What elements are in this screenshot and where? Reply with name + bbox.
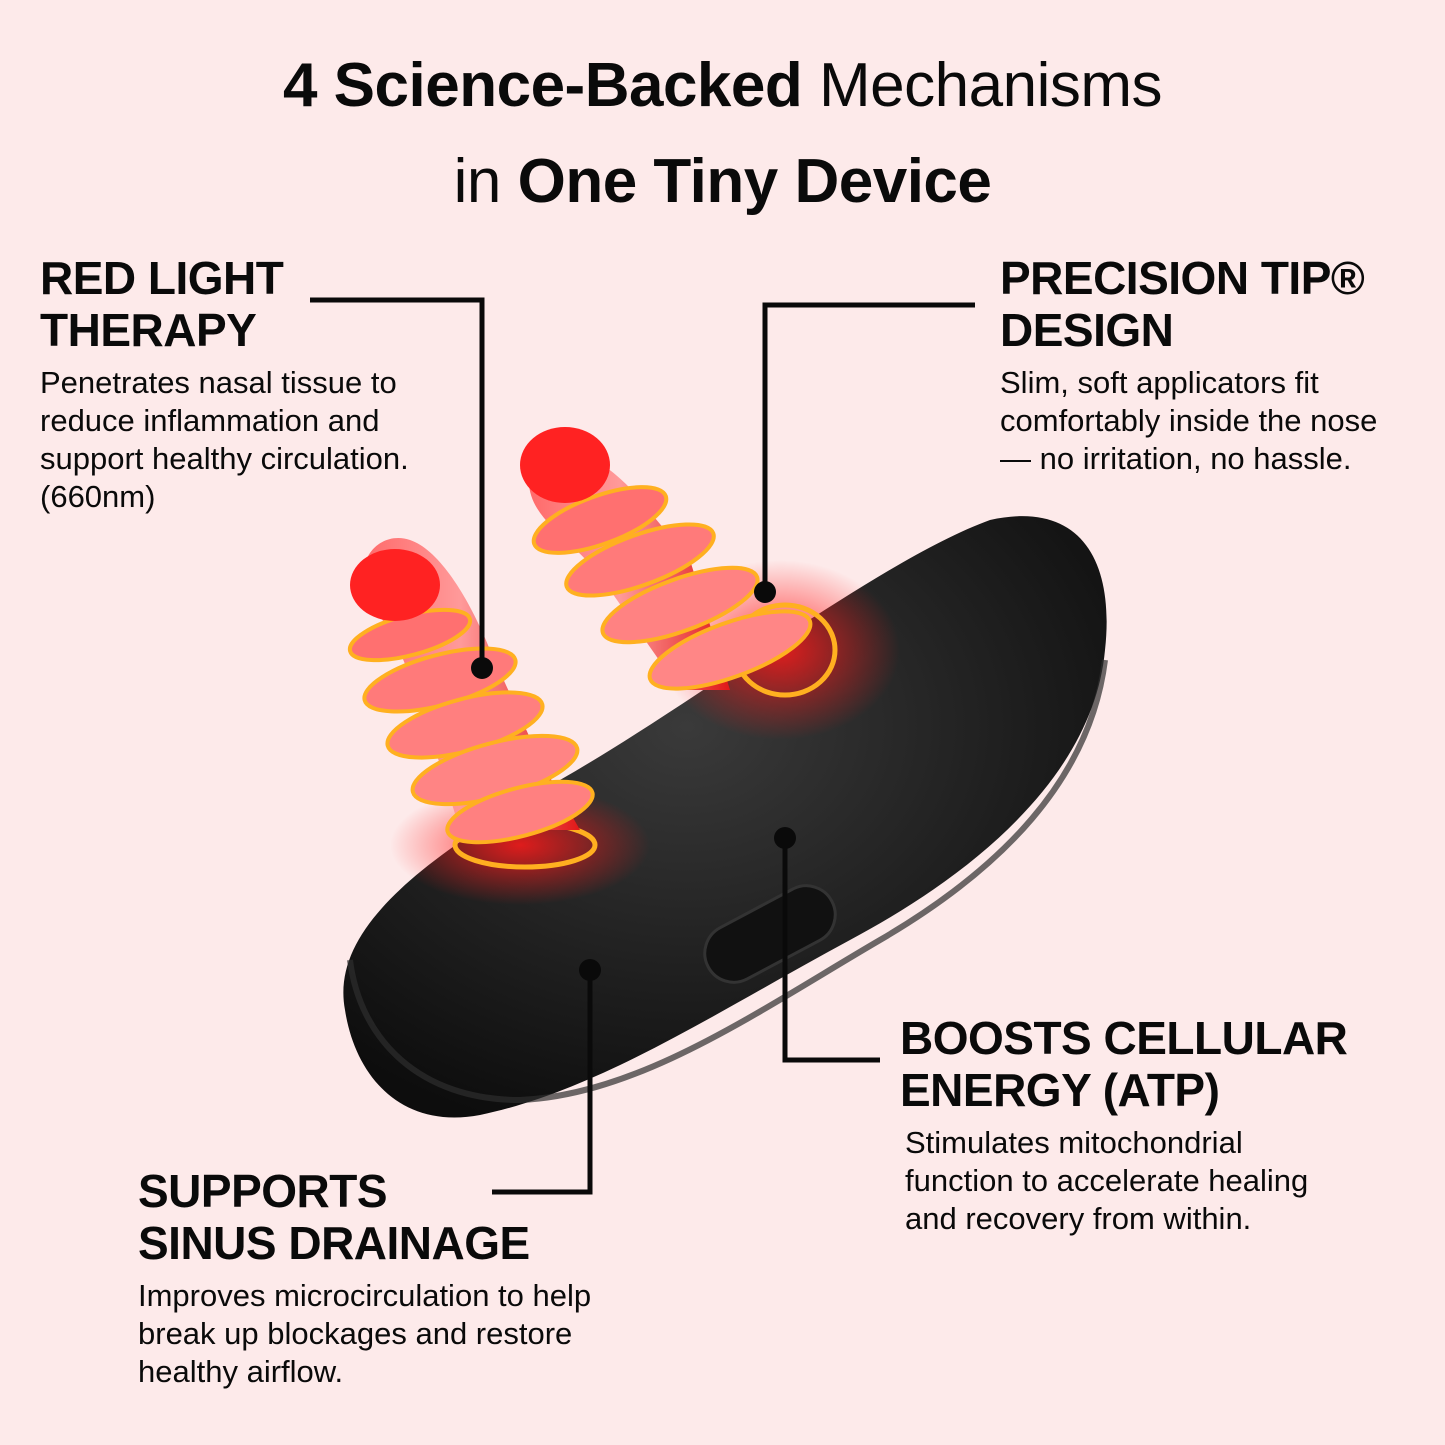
- callout-dots: [471, 581, 796, 981]
- feature-title: SUPPORTS SINUS DRAINAGE: [138, 1165, 608, 1269]
- feature-title-line-1: RED LIGHT: [40, 252, 284, 304]
- feature-body: Slim, soft applicators fit comfortably i…: [1000, 365, 1378, 476]
- title-regular-2: in: [453, 147, 502, 216]
- feature-title-line-2: DESIGN: [1000, 304, 1174, 356]
- title-bold-2: One Tiny Device: [517, 147, 992, 216]
- feature-title: PRECISION TIP® DESIGN: [1000, 252, 1400, 356]
- title-regular-1: Mechanisms: [819, 51, 1163, 120]
- callout-line-red-light: [310, 297, 485, 668]
- callout-line-sinus-drainage: [492, 970, 593, 1195]
- device-base: [343, 516, 1108, 1118]
- feature-title-line-1: SUPPORTS: [138, 1165, 388, 1217]
- feature-title-line-1: BOOSTS CELLULAR: [900, 1012, 1348, 1064]
- title-line-1: 4 Science-Backed Mechanisms: [0, 38, 1445, 134]
- feature-title-line-2: ENERGY (ATP): [900, 1064, 1220, 1116]
- feature-title: RED LIGHT THERAPY: [40, 252, 460, 356]
- feature-body: Improves microcirculation to help break …: [138, 1278, 592, 1389]
- title-bold-1: 4 Science-Backed: [282, 51, 803, 120]
- feature-title-line-1: PRECISION TIP®: [1000, 252, 1365, 304]
- feature-title-line-2: THERAPY: [40, 304, 257, 356]
- feature-body: Penetrates nasal tissue to reduce inflam…: [40, 365, 409, 514]
- callout-lines: [310, 297, 975, 1195]
- callout-line-precision-tip: [762, 302, 975, 592]
- title-line-2: in One Tiny Device: [0, 134, 1445, 230]
- page-title: 4 Science-Backed Mechanisms in One Tiny …: [0, 38, 1445, 230]
- feature-red-light: RED LIGHT THERAPY Penetrates nasal tissu…: [40, 252, 460, 516]
- feature-cellular-energy: BOOSTS CELLULAR ENERGY (ATP) Stimulates …: [900, 1012, 1370, 1238]
- feature-precision-tip: PRECISION TIP® DESIGN Slim, soft applica…: [1000, 252, 1400, 478]
- right-applicator: [520, 427, 838, 698]
- feature-body: Stimulates mitochondrial function to acc…: [905, 1125, 1309, 1236]
- feature-title: BOOSTS CELLULAR ENERGY (ATP): [900, 1012, 1370, 1116]
- callout-line-cellular-energy: [782, 838, 880, 1063]
- feature-sinus-drainage: SUPPORTS SINUS DRAINAGE Improves microci…: [138, 1165, 608, 1391]
- left-applicator: [347, 538, 598, 870]
- feature-title-line-2: SINUS DRAINAGE: [138, 1217, 530, 1269]
